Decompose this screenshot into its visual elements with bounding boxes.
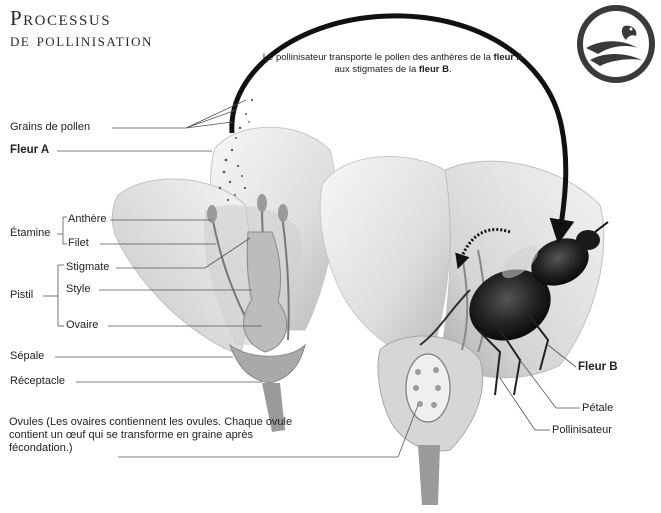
bird-swoosh-logo-icon	[576, 4, 656, 84]
caption-flower-a: fleur A	[494, 52, 524, 63]
label-ovaire: Ovaire	[66, 319, 98, 332]
label-stigmate: Stigmate	[66, 261, 109, 274]
label-ovules: Ovules (Les ovaires contiennent les ovul…	[9, 416, 309, 455]
label-petale: Pétale	[582, 402, 613, 415]
caption-part-1: Le pollinisateur transporte le pollen de…	[263, 52, 494, 63]
label-receptacle: Réceptacle	[10, 375, 65, 388]
caption-part-3: .	[449, 64, 452, 75]
label-anthere: Anthère	[68, 213, 107, 226]
label-fleur-b: Fleur B	[578, 361, 618, 374]
label-etamine: Étamine	[10, 227, 50, 240]
label-pistil: Pistil	[10, 289, 33, 302]
label-style: Style	[66, 283, 90, 296]
label-pollinisateur: Pollinisateur	[552, 424, 612, 437]
title-line-1: Processus	[10, 6, 111, 31]
label-pollen: Grains de pollen	[10, 121, 90, 134]
label-fleur-a: Fleur A	[10, 144, 49, 157]
transport-caption: Le pollinisateur transporte le pollen de…	[262, 52, 524, 76]
label-sepale: Sépale	[10, 350, 44, 363]
title-line-2: de pollinisation	[10, 30, 153, 52]
label-filet: Filet	[68, 237, 89, 250]
caption-part-2: aux stigmates de la	[334, 64, 419, 75]
caption-flower-b: fleur B	[419, 64, 449, 75]
